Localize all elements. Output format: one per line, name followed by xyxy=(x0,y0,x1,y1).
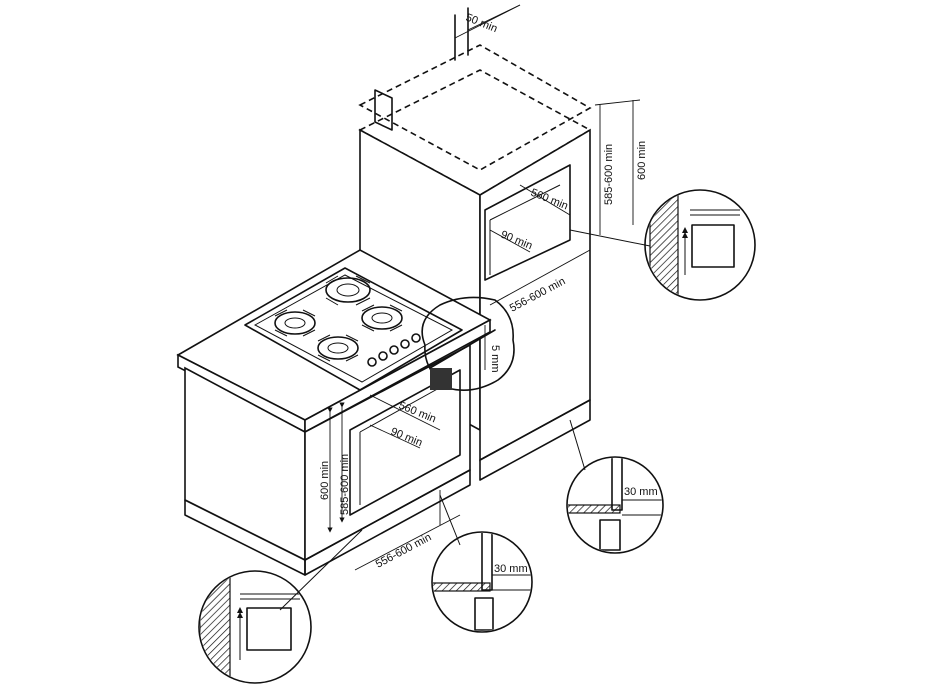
ventilation-detail-mid: 30 mm xyxy=(431,494,533,633)
burner-back-left xyxy=(274,309,316,337)
burner-front-right xyxy=(361,304,403,332)
lower-height-inner-label: 585-600 min xyxy=(339,454,351,515)
vent-mid-label: 30 mm xyxy=(494,563,528,575)
lower-niche xyxy=(349,369,461,516)
gap-top-label: 50 min xyxy=(464,12,499,35)
lower-height-outer-label: 600 min xyxy=(319,461,331,500)
lower-width-label: 556-600 min xyxy=(374,531,434,570)
ventilation-detail-lower xyxy=(198,529,363,684)
burner-front-left xyxy=(317,334,359,362)
gas-hob xyxy=(244,267,463,391)
burner-back-right xyxy=(325,275,371,306)
ventilation-detail-right: 30 mm xyxy=(566,419,664,554)
upper-height-inner-label: 585-600 min xyxy=(603,144,615,205)
base-cabinet xyxy=(176,249,492,576)
upper-height-outer-label: 600 min xyxy=(636,141,648,180)
hob-gap-label: 5 mm xyxy=(489,345,501,373)
tall-cabinet-post xyxy=(374,89,393,131)
ventilation-detail-upper xyxy=(569,189,756,301)
hob-gap-detail: 5 mm xyxy=(421,296,515,391)
tall-cabinet-top-outline xyxy=(358,44,592,171)
hob-knobs xyxy=(367,333,421,367)
hob-glass xyxy=(244,267,463,391)
vent-right-label: 30 mm xyxy=(624,486,658,498)
upper-niche xyxy=(484,164,571,281)
